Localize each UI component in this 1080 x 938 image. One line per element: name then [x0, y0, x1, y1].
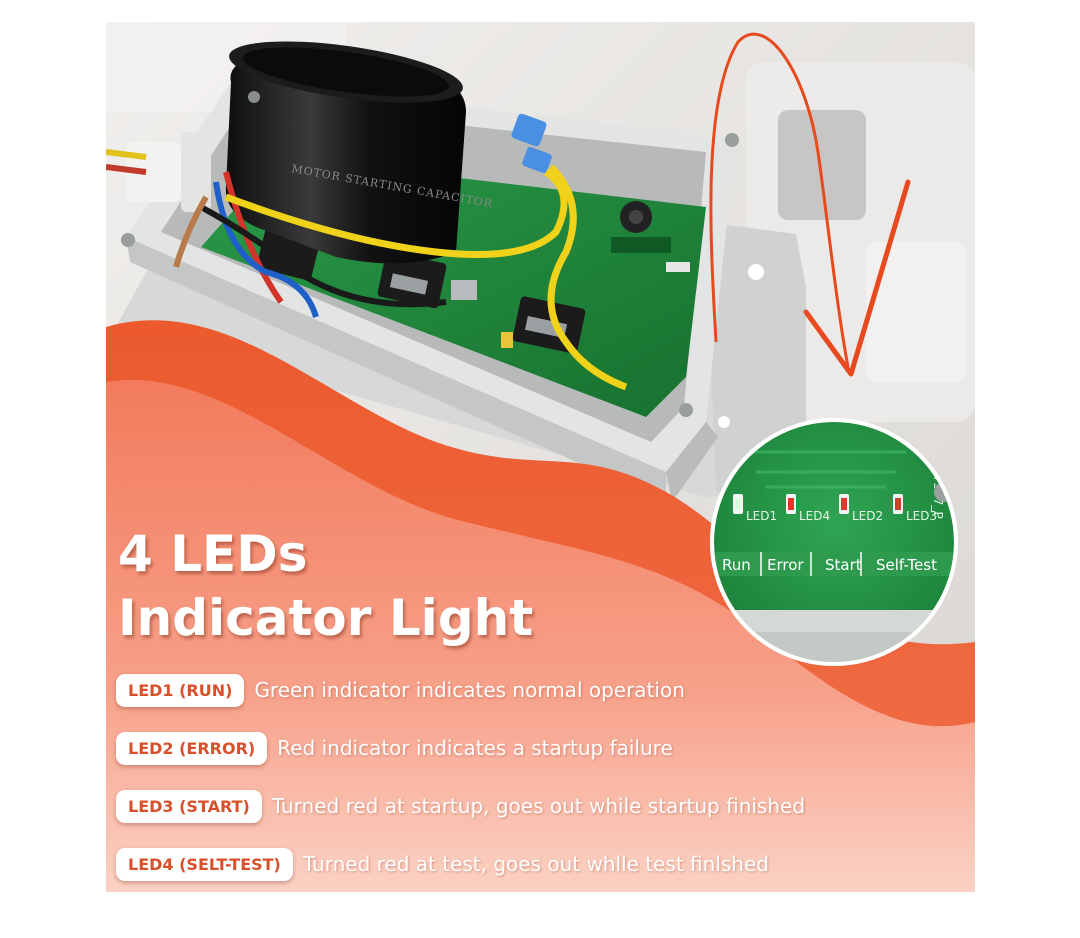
- headline-line2: Indicator Light: [118, 589, 534, 647]
- pcb-label-self-test: Self-Test: [876, 556, 937, 574]
- desc-led3: Turned red at startup, goes out while st…: [271, 794, 806, 818]
- pcb-label-run: Run: [722, 556, 751, 574]
- spec-row-led3: LED3 (START) Turned red at startup, goes…: [116, 786, 805, 826]
- pcb-zoom-inset: LED1 LED4 LED2 LED3 5477397_P Run Error …: [710, 418, 958, 666]
- badge-led1: LED1 (RUN): [116, 673, 245, 707]
- silk-led3: LED3: [906, 509, 937, 523]
- product-photo: MOTOR STARTING CAPACITOR: [106, 22, 975, 892]
- badge-led2: LED2 (ERROR): [116, 731, 268, 765]
- desc-led2: Red indicator indicates a startup failur…: [277, 736, 673, 760]
- spec-row-led2: LED2 (ERROR) Red indicator indicates a s…: [116, 728, 673, 768]
- headline-line1: 4 LEDs: [118, 525, 308, 583]
- pcb-label-error: Error: [767, 556, 804, 574]
- product-scene: MOTOR STARTING CAPACITOR: [106, 22, 975, 892]
- desc-led4: Turned red at test, goes out whlle test …: [302, 852, 769, 876]
- pcb-label-start: Start: [825, 556, 862, 574]
- headline: 4 LEDs Indicator Light: [118, 522, 533, 650]
- silk-led4: LED4: [799, 509, 830, 523]
- badge-led4: LED4 (SELT-TEST): [116, 847, 293, 881]
- silk-led2: LED2: [852, 509, 883, 523]
- badge-led3: LED3 (START): [116, 789, 262, 823]
- spec-row-led4: LED4 (SELT-TEST) Turned red at test, goe…: [116, 844, 769, 884]
- spec-row-led1: LED1 (RUN) Green indicator indicates nor…: [116, 670, 685, 710]
- silk-led1: LED1: [746, 509, 777, 523]
- desc-led1: Green indicator indicates normal operati…: [254, 678, 685, 702]
